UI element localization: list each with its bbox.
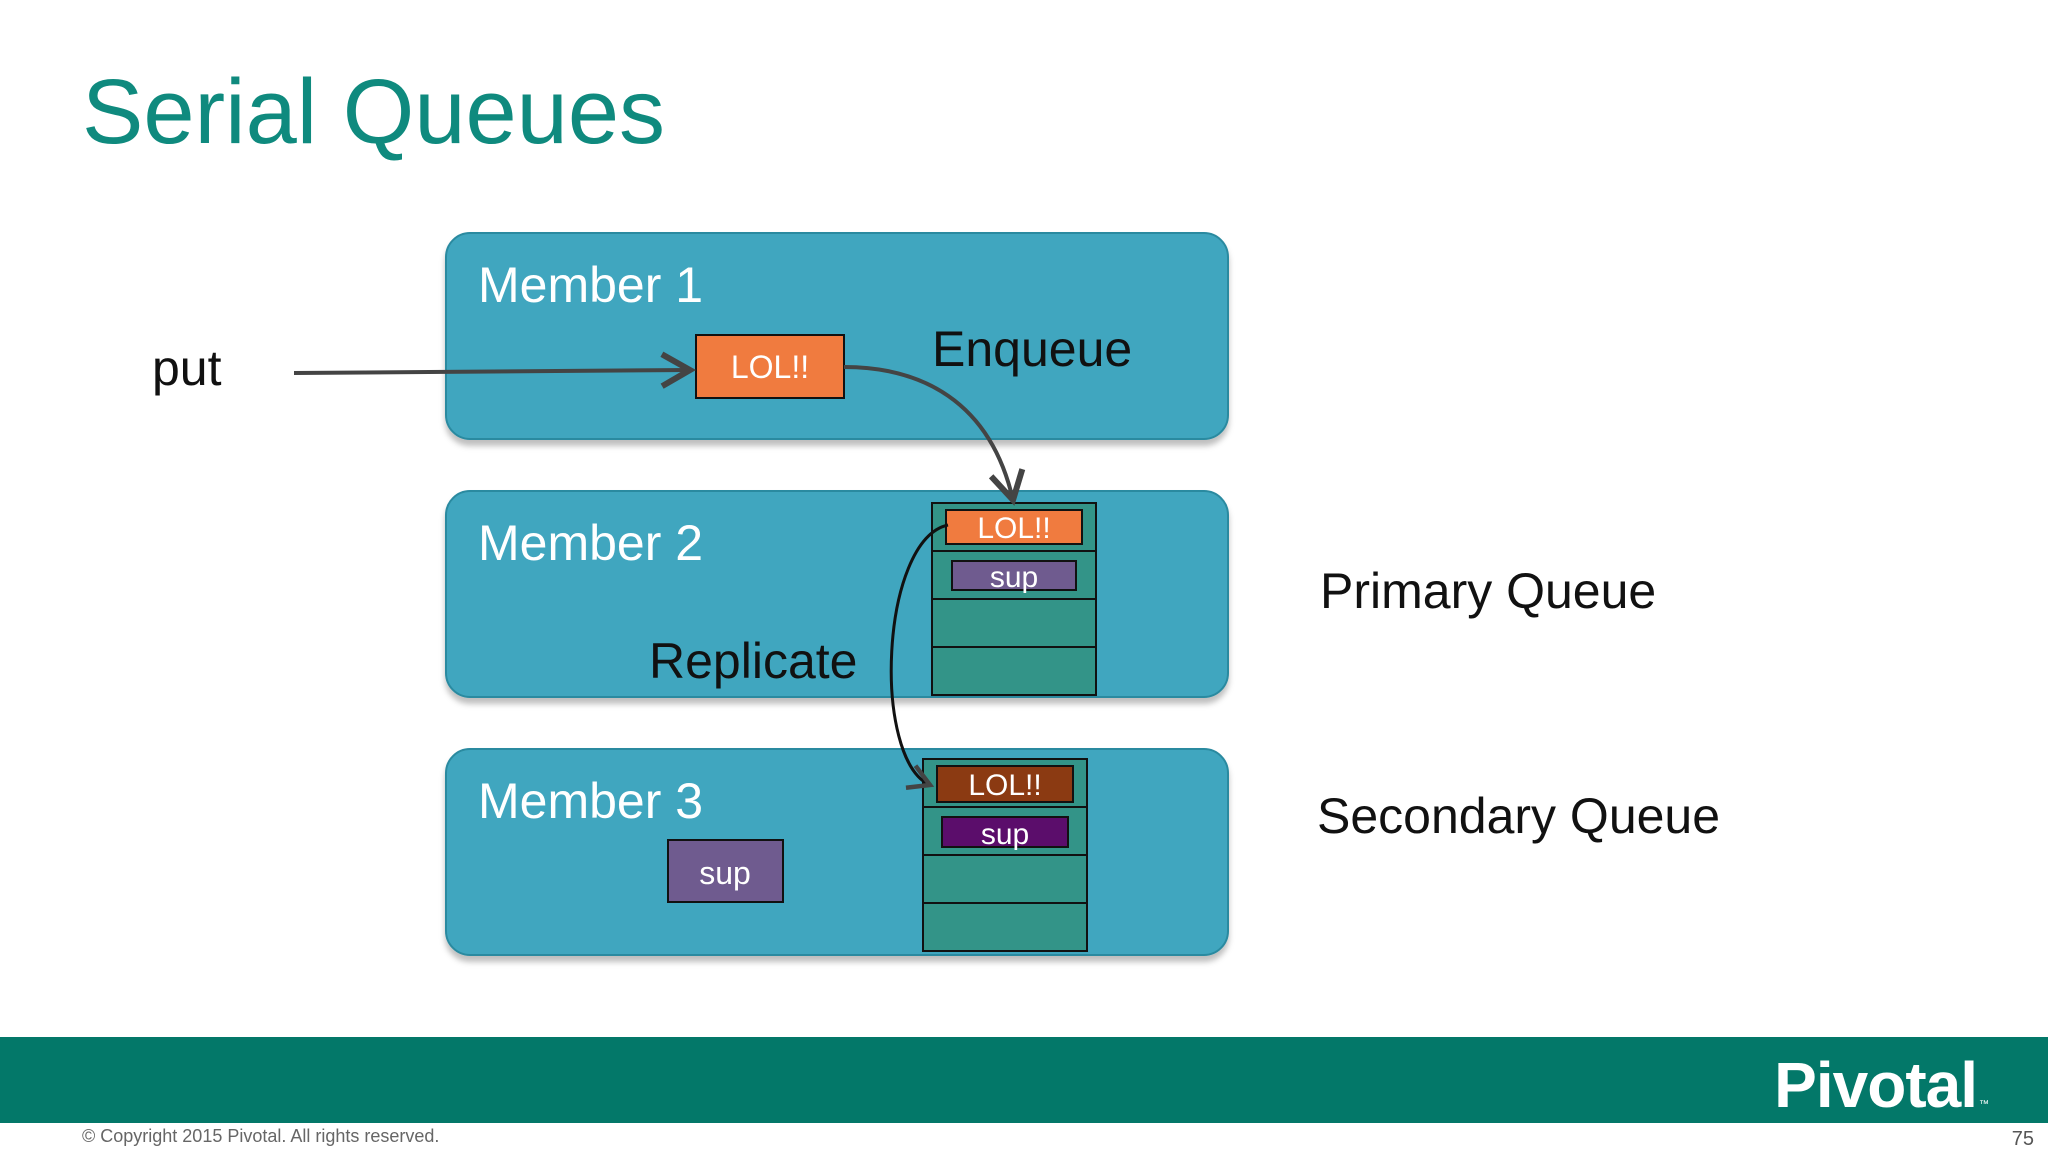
primary-item-sup-label: sup [990, 561, 1038, 594]
incoming-item-label: LOL!! [731, 349, 809, 385]
enqueue-arrow [843, 365, 1026, 506]
logo-text: Pivotal [1774, 1049, 1978, 1121]
enqueue-label: Enqueue [932, 321, 1132, 377]
copyright-text: © Copyright 2015 Pivotal. All rights res… [82, 1126, 440, 1146]
secondary-item-sup-label: sup [981, 818, 1029, 851]
member-1-label: Member 1 [478, 257, 703, 313]
member-2-label: Member 2 [478, 515, 703, 571]
secondary-queue: LOL!! sup [922, 758, 1088, 952]
primary-item-lol [945, 509, 1083, 545]
page-number: 75 [2011, 1128, 2034, 1150]
slide-title: Serial Queues [82, 61, 665, 163]
member3-sup-item [667, 839, 784, 903]
member-3-label: Member 3 [478, 773, 703, 829]
replicate-label: Replicate [649, 633, 857, 689]
secondary-item-lol [936, 765, 1074, 803]
primary-queue: LOL!! sup [931, 502, 1097, 696]
footer-bar [0, 1037, 2048, 1123]
queue-diagram: Member 1 Member 2 Member 3 LOL!! sup LOL… [152, 232, 1720, 956]
put-label: put [152, 340, 222, 396]
replicate-arrow [889, 523, 949, 790]
secondary-item-lol-label: LOL!! [968, 769, 1041, 802]
primary-item-sup [951, 560, 1077, 591]
put-arrow [293, 351, 697, 389]
member3-sup-label: sup [699, 855, 751, 891]
primary-queue-label: Primary Queue [1320, 563, 1656, 619]
incoming-item [695, 334, 845, 399]
secondary-item-sup [941, 816, 1069, 848]
secondary-queue-label: Secondary Queue [1317, 788, 1720, 844]
logo-tm: ™ [1979, 1099, 1989, 1110]
primary-item-lol-label: LOL!! [977, 512, 1050, 545]
